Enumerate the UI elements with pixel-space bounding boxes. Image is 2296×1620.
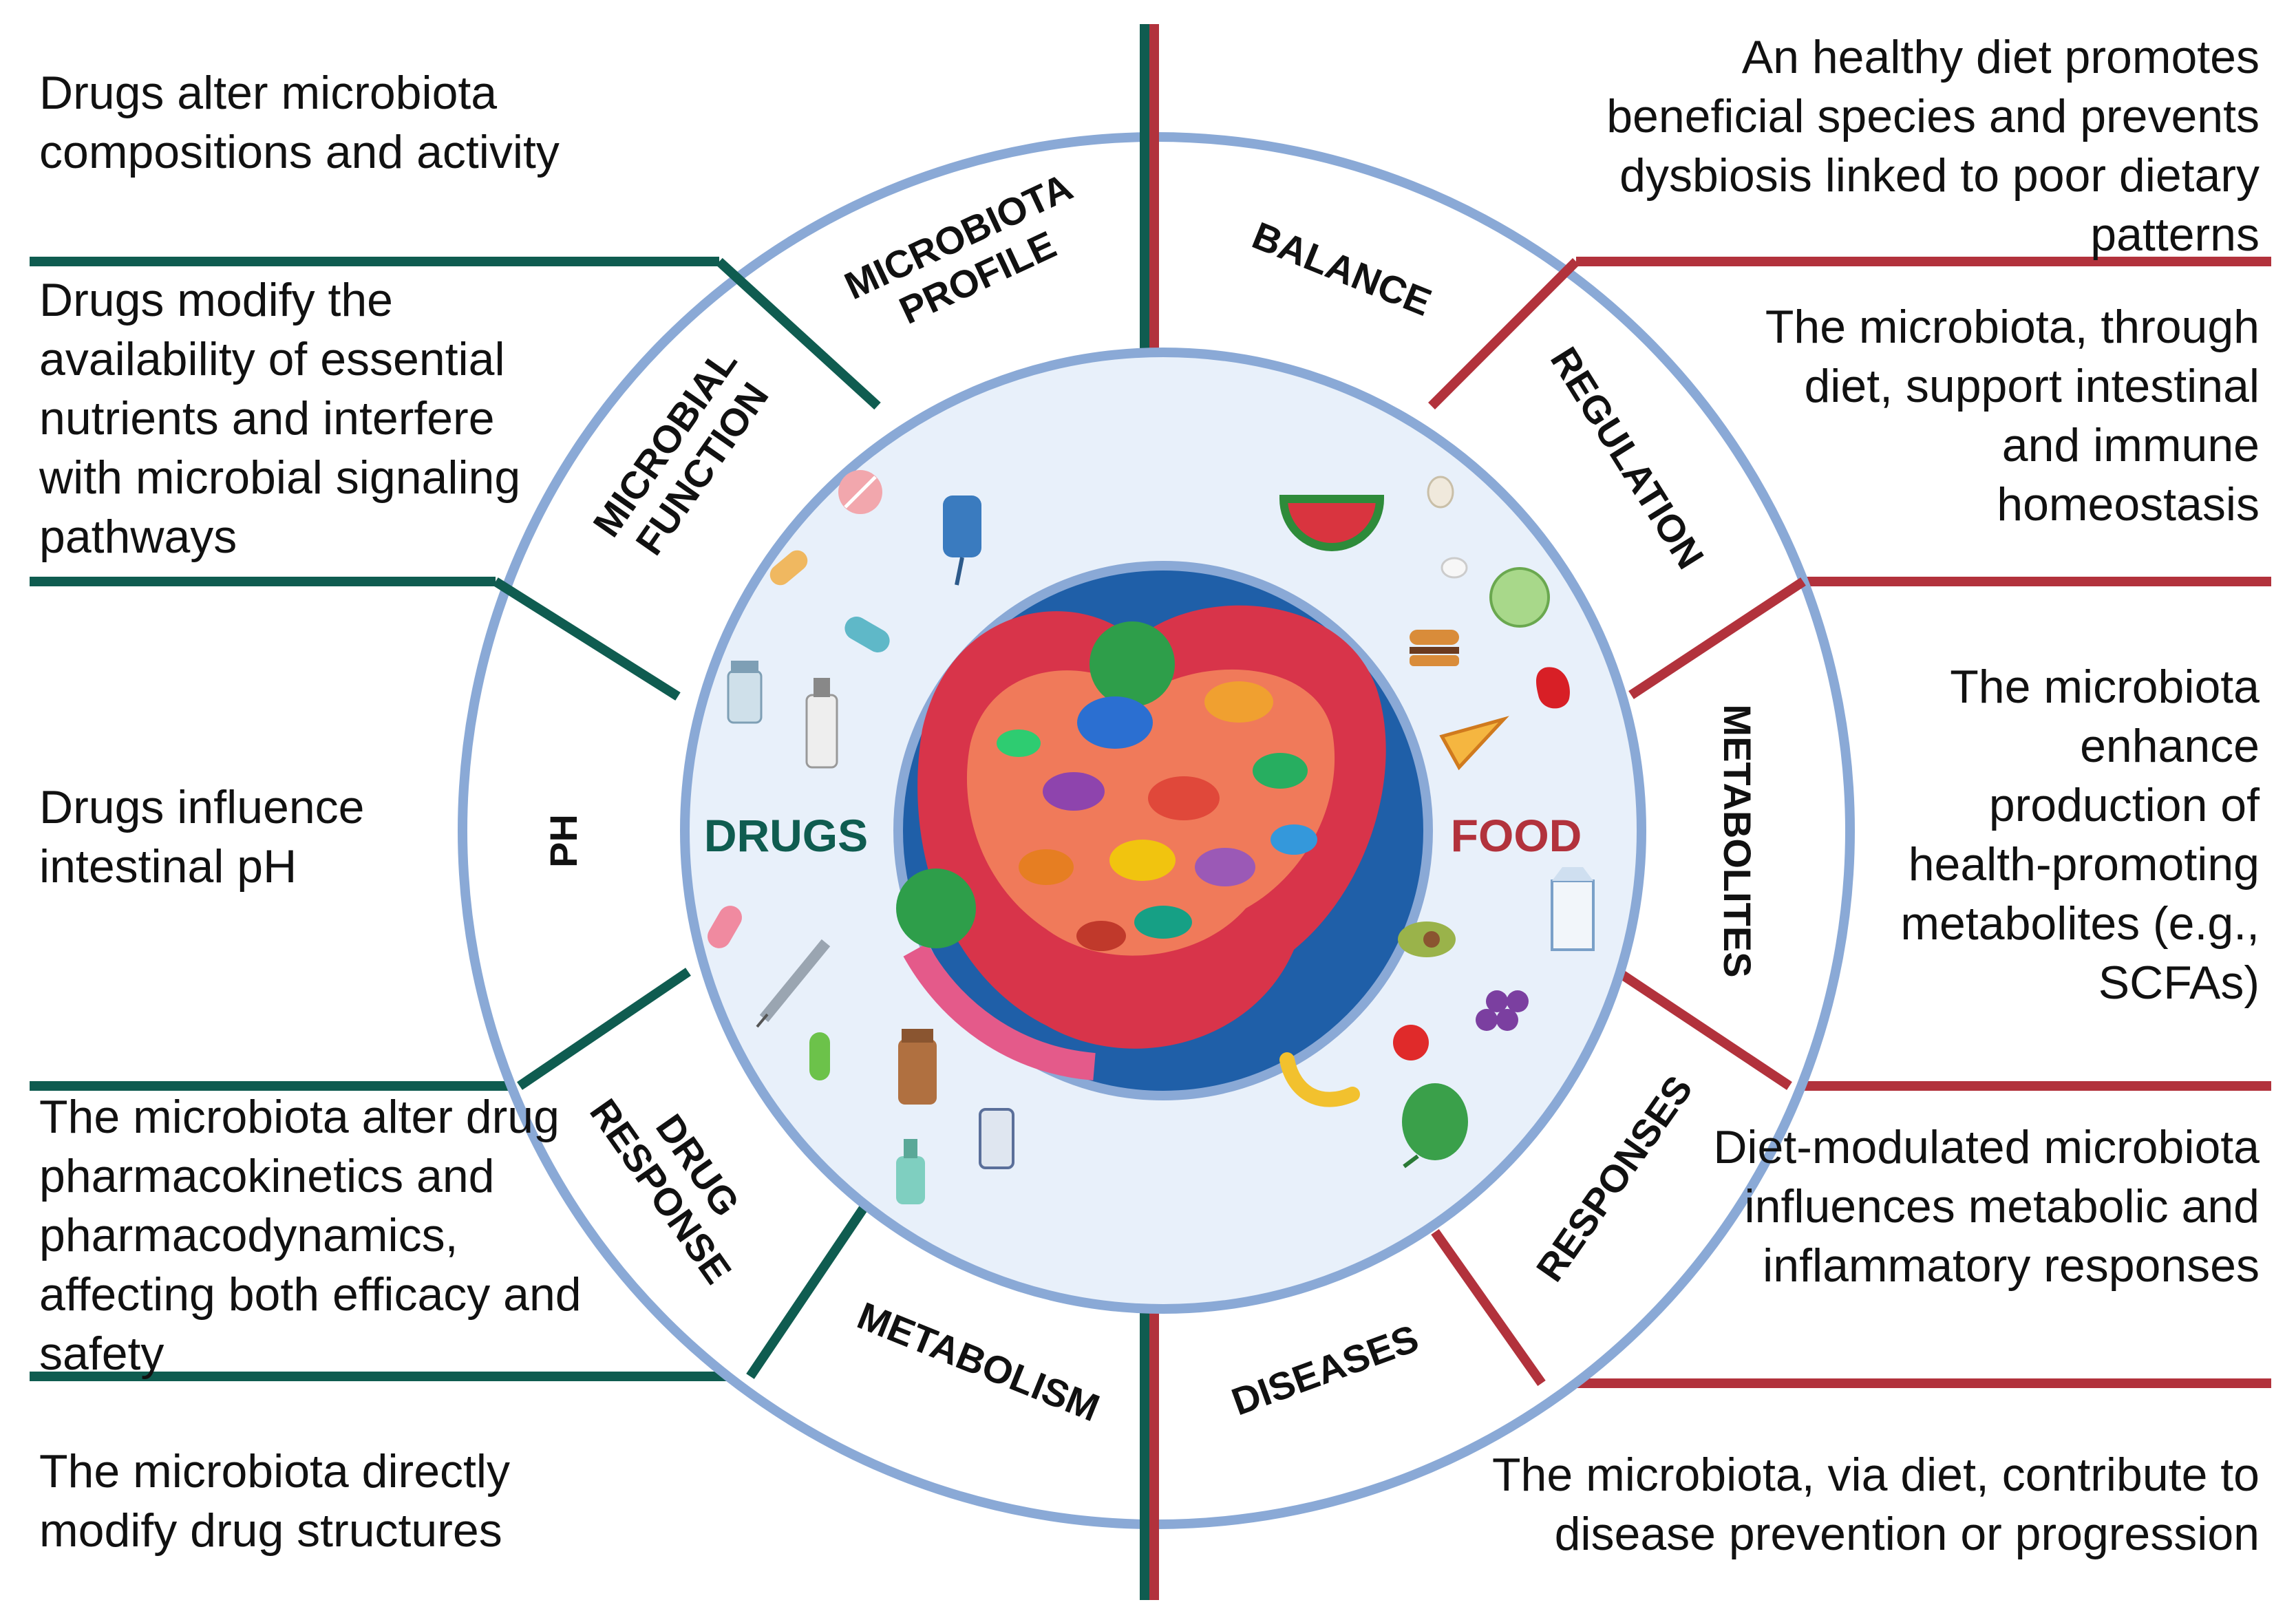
description-food-diseases: The microbiota, via diet, contribute to … bbox=[1492, 1449, 2260, 1560]
spoke-drugs-2 bbox=[493, 577, 681, 701]
food-label: FOOD bbox=[1451, 810, 1582, 861]
segment-label-line: METABOLITES bbox=[1716, 704, 1759, 977]
tomato-icon bbox=[1393, 1025, 1429, 1061]
spoke-food-3 bbox=[1618, 970, 1792, 1090]
garlic-icon bbox=[1427, 476, 1454, 509]
description-drugs-microbiota-profile: Drugs alter microbiota compositions and … bbox=[39, 67, 560, 178]
drugs-label: DRUGS bbox=[704, 810, 868, 861]
segment-metabolites: METABOLITES bbox=[1716, 704, 1759, 977]
description-drugs-ph: Drugs influence intestinal pH bbox=[39, 781, 365, 893]
pill-bottle-icon bbox=[979, 1108, 1014, 1169]
food-icons bbox=[1279, 476, 1595, 1169]
description-food-responses: Diet-modulated microbiota influences met… bbox=[1713, 1121, 2260, 1292]
vial-icon bbox=[727, 661, 763, 724]
medicine-bottle-icon bbox=[898, 1029, 937, 1105]
spoke-food-2 bbox=[1628, 577, 1806, 699]
pizza-icon bbox=[1439, 716, 1509, 771]
pepper-icon bbox=[1536, 667, 1570, 709]
egg-icon bbox=[1441, 557, 1468, 579]
pill-icon bbox=[838, 470, 882, 514]
capsule-icon bbox=[708, 906, 742, 948]
dropper-bottle-icon bbox=[896, 1139, 925, 1204]
spoke-drugs-4 bbox=[746, 1205, 868, 1379]
grapes-icon bbox=[1476, 990, 1529, 1031]
iv-bag-icon bbox=[943, 495, 981, 586]
avocado-icon bbox=[1398, 921, 1456, 957]
drug-icons bbox=[708, 470, 1014, 1204]
capsule-icon bbox=[769, 550, 808, 586]
spoke-food-4 bbox=[1431, 1228, 1546, 1387]
separator-lines bbox=[30, 257, 2271, 1388]
radial-spokes bbox=[493, 257, 1806, 1387]
description-drugs-metabolism: The microbiota directly modify drug stru… bbox=[39, 1445, 511, 1557]
capsule-icon bbox=[844, 617, 890, 652]
spoke-drugs-1 bbox=[716, 257, 881, 410]
gut-microbiota-illustration bbox=[893, 561, 1433, 1100]
spoke-drugs-3 bbox=[517, 968, 691, 1090]
capsule-icon bbox=[809, 1032, 830, 1080]
description-food-regulation: The microbiota, through diet, support in… bbox=[1765, 301, 2260, 531]
lettuce-icon bbox=[1402, 1083, 1468, 1169]
segment-ph: PH bbox=[542, 814, 585, 868]
watermelon-icon bbox=[1279, 495, 1385, 551]
green-microbe bbox=[1089, 621, 1175, 707]
syringe-icon bbox=[756, 939, 831, 1028]
spray-bottle-icon bbox=[805, 678, 838, 769]
description-drugs-microbial-function: Drugs modify the availability of essenti… bbox=[39, 274, 521, 563]
burger-icon bbox=[1410, 630, 1459, 666]
segment-label-line: PH bbox=[542, 814, 585, 868]
banana-icon bbox=[1279, 1052, 1360, 1107]
description-food-metabolites: The microbiota enhance production of hea… bbox=[1900, 661, 2260, 1009]
description-food-balance: An healthy diet promotes beneficial spec… bbox=[1606, 31, 2260, 261]
spoke-food-1 bbox=[1428, 258, 1580, 409]
milk-icon bbox=[1551, 867, 1595, 951]
cabbage-icon bbox=[1489, 567, 1550, 628]
description-drugs-drug-response: The microbiota alter drug pharmacokineti… bbox=[39, 1091, 582, 1380]
